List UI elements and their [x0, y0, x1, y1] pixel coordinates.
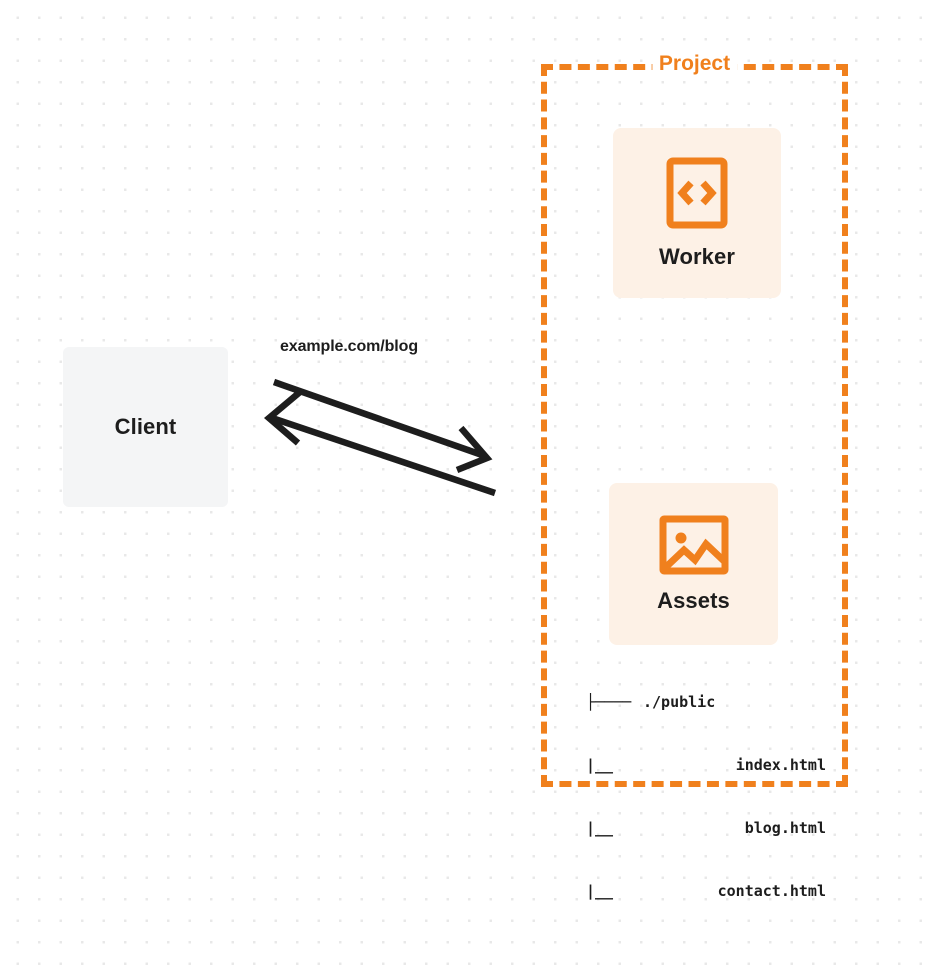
tree-node-name: contact.html [717, 882, 826, 900]
tree-node-name: blog.html [744, 819, 826, 837]
tree-connector: |__ [586, 756, 614, 774]
client-project-connection: example.com/blog [250, 330, 510, 520]
assets-service-card: Assets [609, 483, 778, 645]
project-title: Project [651, 51, 738, 77]
worker-service-card: Worker [613, 128, 781, 298]
connection-url-label: example.com/blog [280, 338, 418, 355]
code-brackets-icon [666, 157, 728, 229]
worker-label: Worker [659, 243, 735, 269]
file-tree-row: ├──── ./public [586, 692, 826, 713]
assets-label: Assets [657, 587, 730, 613]
file-tree-row: |__ blog.html [586, 818, 826, 839]
tree-connector: ├──── [586, 693, 632, 711]
tree-connector: |__ [586, 882, 614, 900]
project-container: Project Worker Assets ├──── ./public [541, 51, 848, 900]
arrow-left-icon [263, 389, 497, 497]
client-label: Client [114, 414, 177, 439]
tree-connector: |__ [586, 819, 614, 837]
arrow-right-icon [272, 378, 493, 474]
tree-node-name: index.html [735, 756, 826, 774]
file-tree-row: |__ index.html [586, 755, 826, 776]
file-tree-row: |__ contact.html [586, 881, 826, 902]
connection-arrows [263, 378, 497, 497]
assets-file-tree: ├──── ./public |__ index.html |__ blog.h… [586, 650, 826, 944]
image-picture-icon [659, 515, 729, 575]
client-node: Client [63, 347, 228, 507]
tree-node-name: ./public [643, 693, 716, 711]
